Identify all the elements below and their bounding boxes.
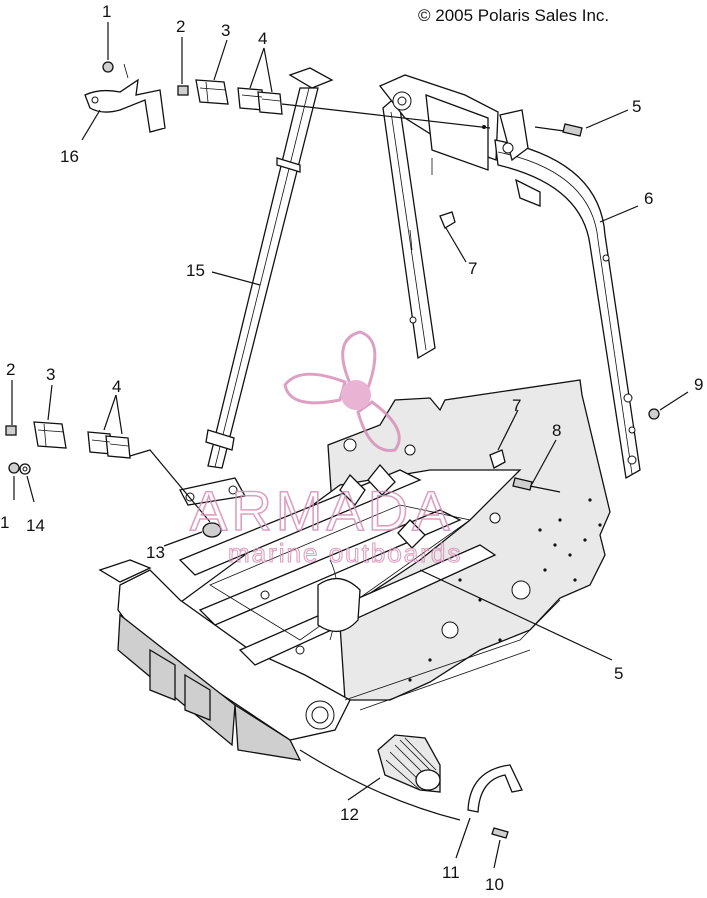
callout-1-lower: 1 <box>0 513 9 532</box>
bolt-5-top <box>534 123 583 137</box>
armada-watermark: ARMADA marine outboards <box>189 330 462 569</box>
callout-8: 8 <box>552 421 561 440</box>
watermark-brand: ARMADA <box>190 479 454 542</box>
callout-7: 7 <box>468 259 477 278</box>
callout-15: 15 <box>186 261 205 280</box>
main-frame <box>98 379 611 761</box>
watermark-tagline: marine outboards <box>228 538 462 568</box>
nut-1-lower <box>8 462 20 474</box>
leader-lines <box>11 22 689 869</box>
propeller-logo-icon <box>283 330 401 453</box>
cover-12 <box>377 734 441 793</box>
bolt-2-lower <box>5 425 17 436</box>
callout-2: 2 <box>176 17 185 36</box>
washer-14 <box>19 463 31 475</box>
clamp-3-top <box>195 79 229 105</box>
callout-6: 6 <box>644 189 653 208</box>
copyright-text: © 2005 Polaris Sales Inc. <box>418 6 609 25</box>
nut-1-top <box>102 61 114 73</box>
callout-2-lower: 2 <box>6 360 15 379</box>
strap-11 <box>467 764 523 813</box>
callout-10: 10 <box>485 875 504 893</box>
callout-12: 12 <box>340 805 359 824</box>
callout-11: 11 <box>442 863 460 882</box>
bushing-4-top <box>237 87 283 115</box>
callout-4-lower: 4 <box>112 377 121 396</box>
callout-3: 3 <box>221 21 230 40</box>
callout-13: 13 <box>146 543 165 562</box>
callout-9: 9 <box>694 375 703 394</box>
bolt-2-top <box>177 85 189 96</box>
clamp-3-lower <box>33 421 67 449</box>
callout-7-lower: 7 <box>512 396 521 415</box>
callout-5-lower: 5 <box>614 664 623 683</box>
callout-4: 4 <box>258 29 267 48</box>
steering-column <box>179 67 334 506</box>
clip-7-lower <box>489 449 506 469</box>
bushing-4-lower <box>87 431 131 459</box>
callout-14: 14 <box>26 516 45 535</box>
roll-bar <box>378 74 641 480</box>
nut-9 <box>648 408 660 420</box>
bolt-8 <box>512 477 561 493</box>
washer-13 <box>202 522 222 538</box>
callout-5: 5 <box>632 97 641 116</box>
clip-7-top <box>439 211 456 229</box>
callout-3-lower: 3 <box>46 365 55 384</box>
handlebar-bracket <box>84 63 166 133</box>
callout-1: 1 <box>102 2 111 21</box>
callout-16: 16 <box>60 147 79 166</box>
screw-10 <box>491 827 509 839</box>
